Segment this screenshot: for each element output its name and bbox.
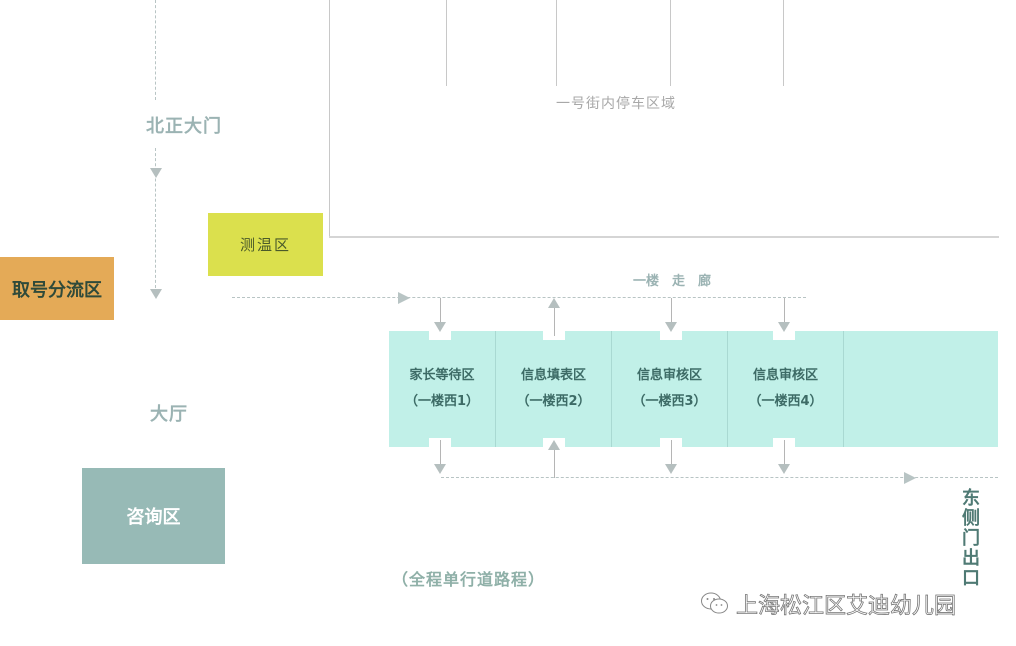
arrow-down-icon bbox=[778, 322, 790, 332]
room-location: （一楼西1） bbox=[404, 394, 480, 409]
room-name: 信息填表区 bbox=[520, 368, 586, 383]
consult-zone-label: 咨询区 bbox=[126, 507, 181, 528]
watermark: 上海松江区艾迪幼儿园 bbox=[700, 588, 956, 620]
room-name: 家长等待区 bbox=[409, 368, 475, 383]
room-name: 信息审核区 bbox=[636, 368, 702, 383]
arrow-down-icon bbox=[150, 289, 162, 299]
ticket-zone: 取号分流区 bbox=[0, 257, 114, 320]
consult-zone: 咨询区 bbox=[82, 468, 225, 564]
parking-divider-4 bbox=[783, 0, 784, 86]
connector bbox=[671, 440, 672, 464]
corridor-path-bottom bbox=[441, 477, 998, 478]
connector bbox=[784, 298, 785, 322]
arrow-up-icon bbox=[548, 298, 560, 308]
one-way-note: （全程单行道路程） bbox=[392, 570, 546, 589]
door-notch bbox=[429, 331, 451, 340]
arrow-down-icon bbox=[665, 322, 677, 332]
connector bbox=[784, 440, 785, 464]
room-name: 信息审核区 bbox=[752, 368, 818, 383]
room-location: （一楼西3） bbox=[632, 394, 707, 409]
entry-path bbox=[155, 0, 156, 100]
room-location: （一楼西4） bbox=[748, 394, 823, 409]
corridor-path-top bbox=[232, 297, 806, 298]
entry-path-lower bbox=[155, 148, 156, 288]
parking-divider-1 bbox=[446, 0, 447, 86]
connector bbox=[554, 450, 555, 478]
door-notch bbox=[660, 331, 682, 340]
arrow-down-icon bbox=[434, 322, 446, 332]
north-gate-label: 北正大门 bbox=[146, 116, 222, 137]
parking-divider-2 bbox=[556, 0, 557, 86]
door-notch bbox=[773, 331, 795, 340]
room-3: 信息审核区 （一楼西3） bbox=[612, 331, 728, 447]
arrow-down-icon bbox=[778, 464, 790, 474]
connector bbox=[671, 298, 672, 322]
temperature-zone: 测温区 bbox=[208, 213, 323, 276]
arrow-up-icon bbox=[548, 440, 560, 450]
parking-divider-3 bbox=[670, 0, 671, 86]
arrow-right-icon bbox=[398, 292, 410, 304]
east-exit-label: 东侧门出口 bbox=[959, 488, 980, 588]
ticket-zone-label: 取号分流区 bbox=[12, 279, 102, 301]
wechat-icon bbox=[701, 592, 728, 614]
arrow-down-icon bbox=[665, 464, 677, 474]
parking-left-wall bbox=[329, 0, 330, 237]
arrow-down-icon bbox=[434, 464, 446, 474]
arrow-down-icon bbox=[150, 168, 162, 178]
room-5 bbox=[844, 331, 998, 447]
room-1: 家长等待区 （一楼西1） bbox=[389, 331, 496, 447]
temperature-zone-label: 测温区 bbox=[239, 236, 291, 254]
connector bbox=[554, 306, 555, 336]
watermark-text: 上海松江区艾迪幼儿园 bbox=[736, 594, 957, 620]
room-2: 信息填表区 （一楼西2） bbox=[496, 331, 612, 447]
room-4: 信息审核区 （一楼西4） bbox=[728, 331, 844, 447]
parking-bottom-wall bbox=[329, 236, 999, 238]
room-location: （一楼西2） bbox=[516, 394, 591, 409]
hall-label: 大厅 bbox=[150, 404, 188, 425]
arrow-right-icon bbox=[904, 472, 916, 484]
connector bbox=[440, 440, 441, 464]
parking-label: 一号街内停车区域 bbox=[556, 96, 676, 112]
connector bbox=[440, 298, 441, 322]
corridor-label: 一楼 走 廊 bbox=[633, 274, 712, 289]
